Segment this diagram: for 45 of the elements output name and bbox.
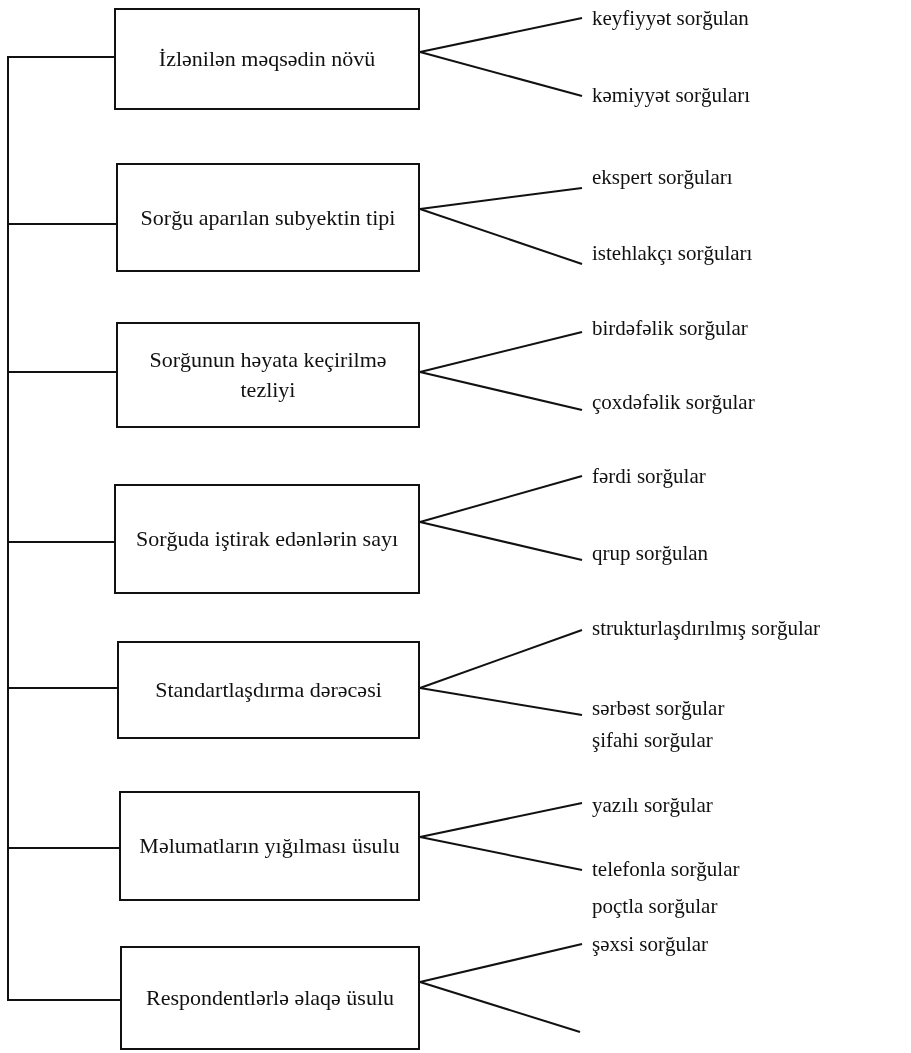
item-label: kəmiyyət sorğuları	[592, 82, 751, 108]
connector-line	[419, 943, 583, 983]
item-label: qrup sorğulan	[592, 540, 709, 566]
category-box	[120, 946, 420, 1050]
category-label: Məlumatların yığılması üsulu	[138, 832, 401, 861]
category-box	[114, 8, 420, 110]
category-box	[114, 484, 420, 594]
item-label: yazılı sorğular	[592, 792, 713, 818]
category-box	[117, 641, 420, 739]
connector-line	[419, 51, 583, 97]
category-label: Sorğunun həyata keçirilmə tezliyi	[148, 346, 388, 404]
category-label: Standartlaşdırma dərəcəsi	[154, 676, 383, 705]
connector-line	[419, 17, 583, 53]
item-label: istehlakçı sorğuları	[592, 240, 753, 266]
connector-line	[419, 187, 583, 210]
category-label: İzlənilən məqsədin növü	[157, 45, 377, 74]
item-label: şəxsi sorğular	[592, 931, 709, 957]
item-label: keyfiyyət sorğulan	[592, 5, 749, 31]
connector-line	[419, 981, 581, 1033]
category-label: Respondentlərlə əlaqə üsulu	[144, 984, 395, 1013]
connector-line	[419, 687, 583, 716]
category-box	[116, 322, 420, 428]
connector-line	[419, 331, 583, 373]
item-label: telefonla sorğular	[592, 856, 740, 882]
bracket-line	[7, 847, 121, 1001]
category-label: Sorğuda iştirak edənlərin sayı	[134, 525, 400, 554]
bracket-line	[7, 223, 117, 373]
category-label: Sorğu aparılan subyektin tipi	[139, 203, 397, 232]
connector-line	[419, 208, 583, 265]
connector-line	[419, 371, 583, 411]
category-box	[119, 791, 420, 901]
item-label: fərdi sorğular	[592, 463, 706, 489]
item-label: strukturlaşdırılmış sorğular	[592, 615, 821, 641]
item-label: ekspert sorğuları	[592, 164, 733, 190]
connector-line	[419, 475, 583, 523]
item-label: birdəfəlik sorğular	[592, 315, 748, 341]
category-box	[116, 163, 420, 272]
connector-line	[419, 629, 583, 689]
connector-line	[419, 802, 583, 838]
item-label: sərbəst sorğular	[592, 695, 725, 721]
item-label: şifahi sorğular	[592, 727, 713, 753]
connector-line	[419, 836, 583, 871]
item-label: poçtla sorğular	[592, 893, 718, 919]
item-label: çoxdəfəlik sorğular	[592, 389, 755, 415]
connector-line	[419, 521, 583, 561]
